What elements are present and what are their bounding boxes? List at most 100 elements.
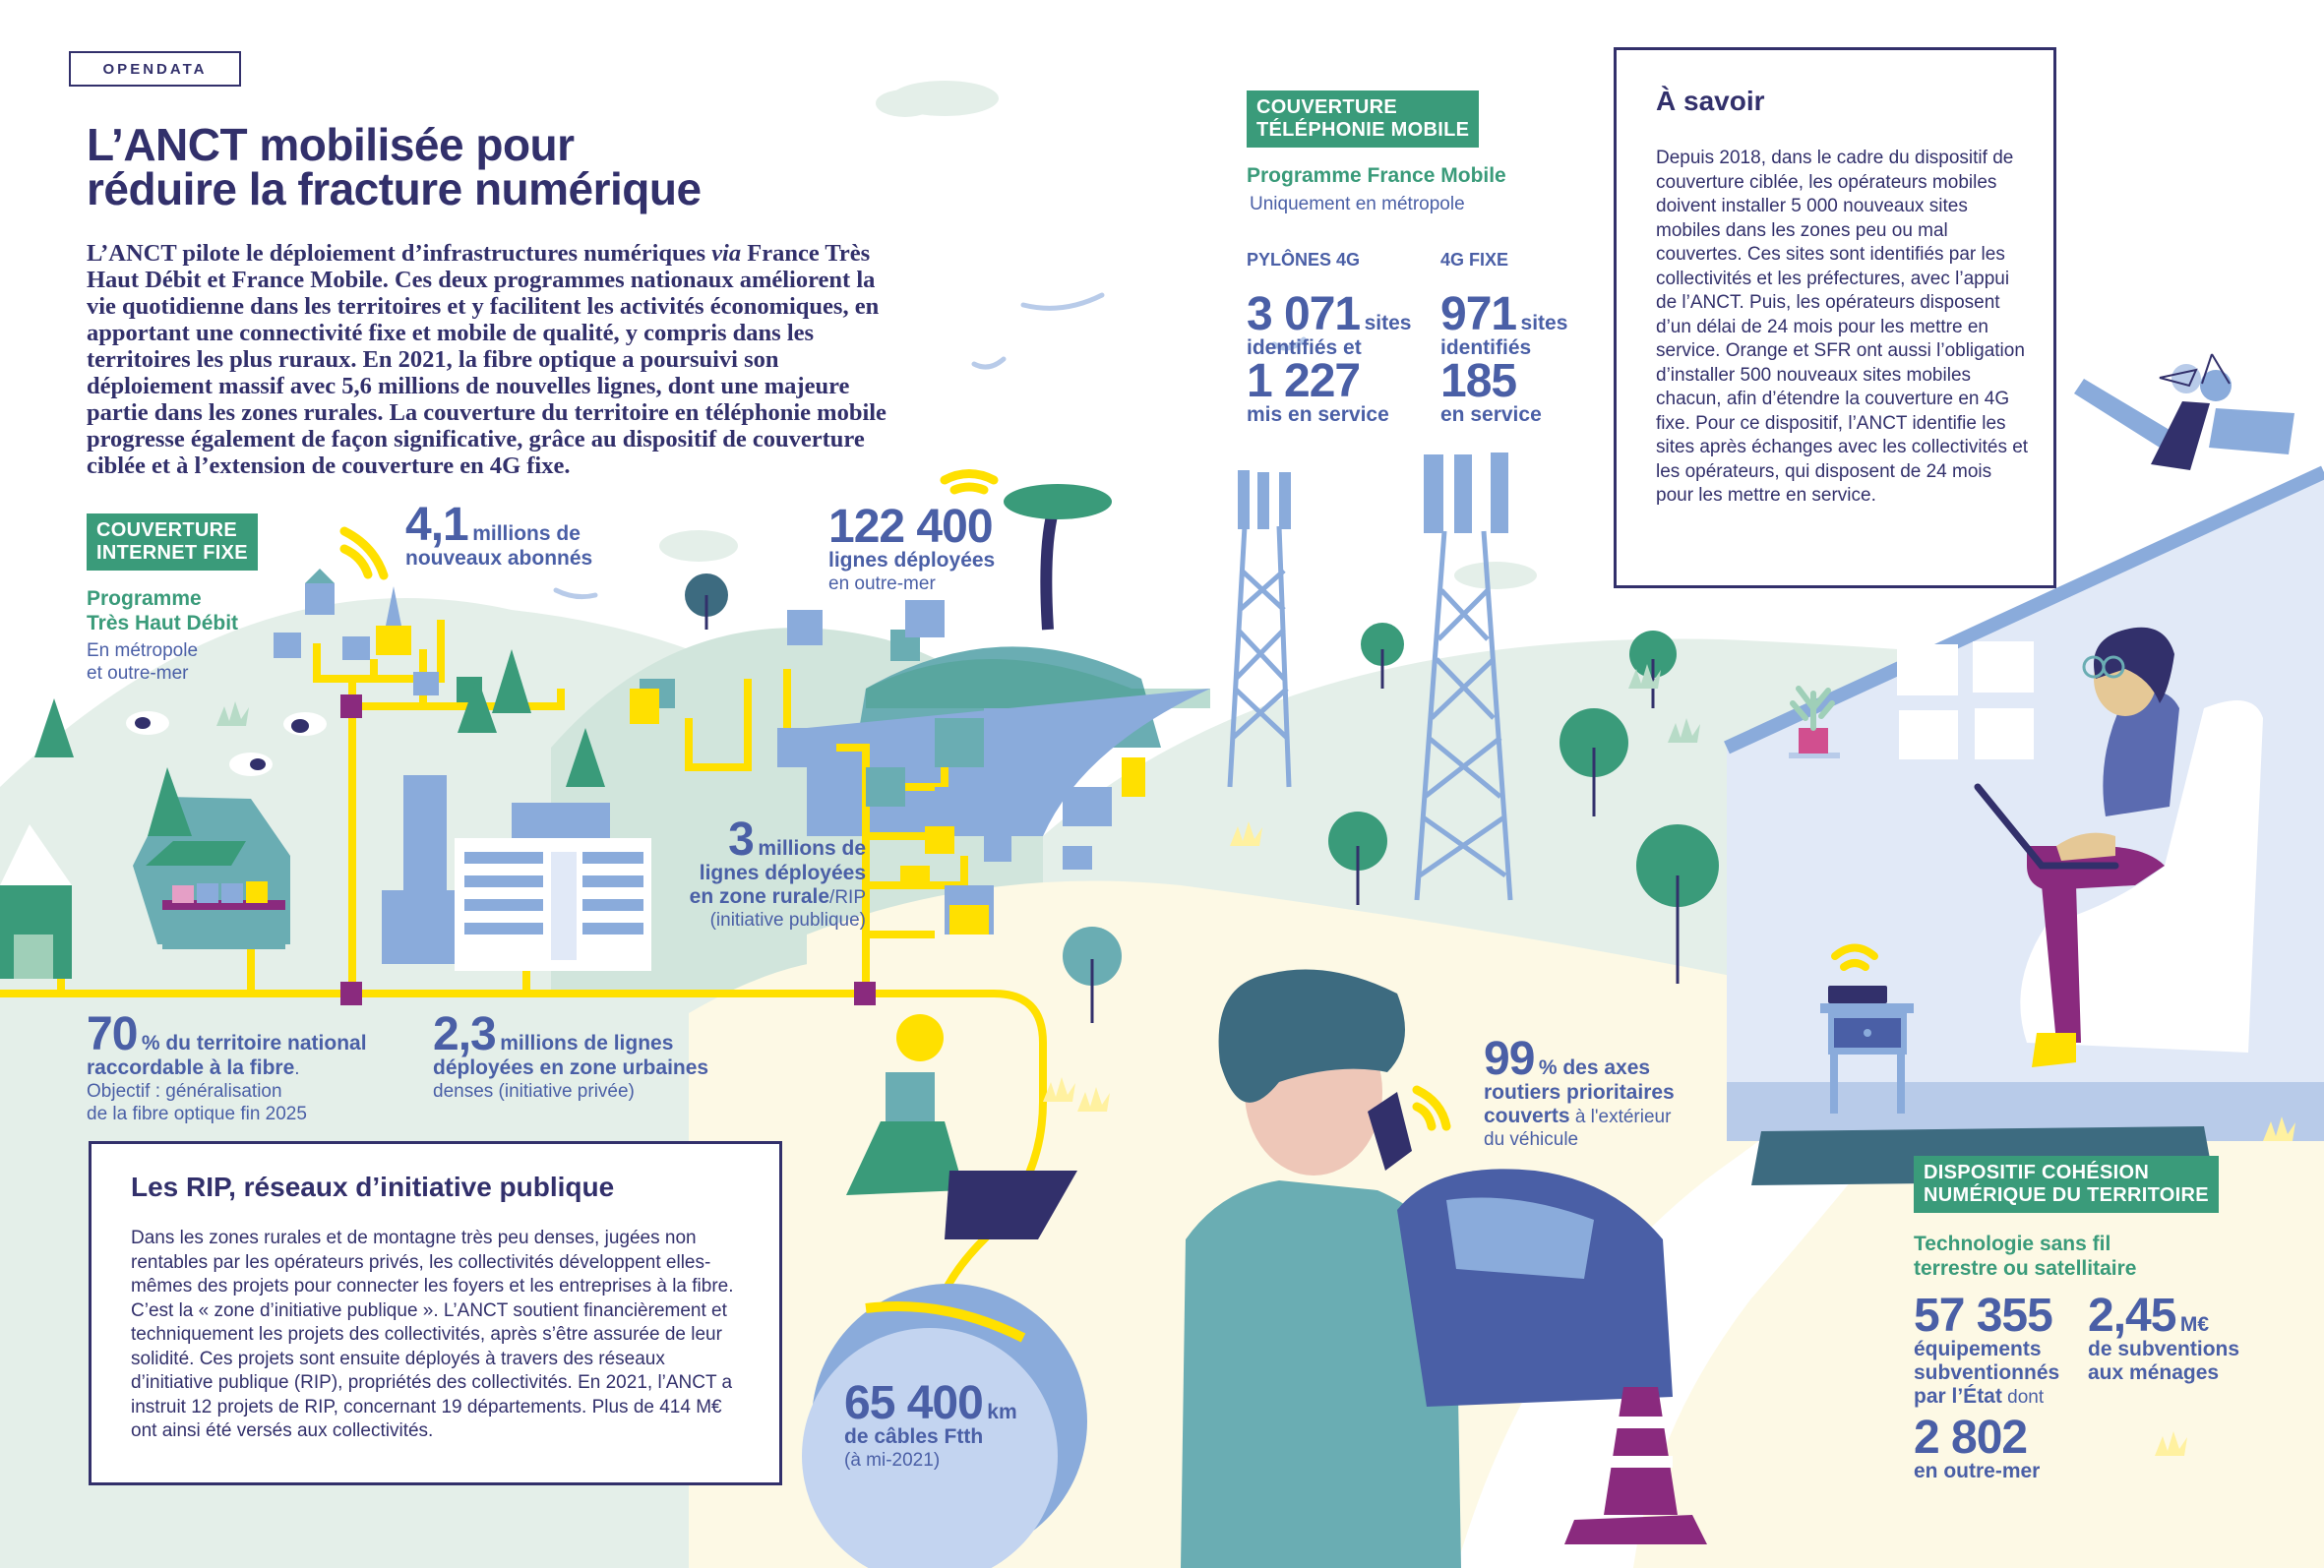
stat-territory: 70 % du territoire national raccordable … xyxy=(87,1011,367,1125)
program-thd: Programme Très Haut Débit xyxy=(87,586,238,635)
stat-subscribers: 4,1 millions de nouveaux abonnés xyxy=(405,502,593,571)
stat-value: 2 802 xyxy=(1914,1412,2028,1464)
stat-unit: millions de xyxy=(758,837,866,860)
stat-value: 57 355 xyxy=(1914,1290,2053,1342)
program-france-mobile-scope: Uniquement en métropole xyxy=(1250,194,1465,214)
stat-value: 2,3 xyxy=(433,1008,497,1060)
stat-label: de câbles Ftth xyxy=(844,1425,984,1448)
scope-line: En métropole xyxy=(87,640,199,661)
program-line: Programme xyxy=(87,587,202,610)
stat-label: en zone rurale xyxy=(689,885,830,908)
stat-label: identifiés et xyxy=(1247,336,1362,359)
stat-heading: PYLÔNES 4G xyxy=(1247,250,1361,270)
tag-line: NUMÉRIQUE DU TERRITOIRE xyxy=(1924,1184,2209,1206)
tag-telephonie-mobile: COUVERTURE TÉLÉPHONIE MOBILE xyxy=(1247,90,1480,148)
stat-label: nouveaux abonnés xyxy=(405,547,593,570)
satellite-icon xyxy=(2074,353,2294,470)
stat-label: de subventions xyxy=(2088,1338,2240,1360)
stat-value: 99 xyxy=(1484,1033,1535,1085)
program-france-mobile: Programme France Mobile xyxy=(1247,164,1506,187)
tag-line: COUVERTURE xyxy=(96,519,238,541)
stat-label: mis en service xyxy=(1247,403,1389,426)
stat-unit: % des axes xyxy=(1538,1056,1651,1079)
stat-sub: (initiative publique) xyxy=(709,910,866,931)
tag-line: COUVERTURE xyxy=(1256,96,1398,118)
tech-line: Technologie sans fil xyxy=(1914,1233,2111,1255)
stat-sub: en outre-mer xyxy=(828,573,936,594)
stat-equipements: 57 355 équipements subventionnés par l’É… xyxy=(1914,1290,2060,1409)
intro-italic-via: via xyxy=(711,240,742,267)
intro-text-1: L’ANCT pilote le déploiement d’infrastru… xyxy=(87,240,712,267)
stat-value: 65 400 xyxy=(844,1377,984,1429)
stat-rural-lines: 3 millions de lignes déployées en zone r… xyxy=(649,816,866,932)
tag-line: DISPOSITIF COHÉSION xyxy=(1924,1162,2150,1183)
stat-unit: M€ xyxy=(2179,1313,2210,1336)
stat-heading: 4G FIXE xyxy=(1440,250,1509,270)
stat-unit: millions de xyxy=(472,522,581,545)
tag-internet-fixe: COUVERTURE INTERNET FIXE xyxy=(87,513,258,571)
stat-sub: Objectif : généralisation xyxy=(87,1081,282,1102)
page-title: L’ANCT mobilisée pour réduire la fractur… xyxy=(87,122,702,214)
stat-value: 70 xyxy=(87,1008,138,1060)
stat-label: routiers prioritaires xyxy=(1484,1081,1675,1104)
wifi-icon xyxy=(1831,943,1878,971)
rip-box-body: Dans les zones rurales et de montagne tr… xyxy=(131,1228,734,1441)
stat-label: en outre-mer xyxy=(1914,1460,2041,1482)
tag-line: TÉLÉPHONIE MOBILE xyxy=(1256,119,1470,141)
scope-line: et outre-mer xyxy=(87,663,189,684)
stat-subventions: 2,45 M€ de subventions aux ménages xyxy=(2088,1293,2240,1385)
stat-label: lignes déployées xyxy=(699,862,866,884)
stat-unit: sites xyxy=(1364,312,1412,334)
stat-suffix: dont xyxy=(2001,1387,2045,1408)
stat-label: équipements xyxy=(1914,1338,2042,1360)
stat-unit: millions de lignes xyxy=(500,1032,674,1055)
stat-value: 1 227 xyxy=(1247,355,1361,407)
stat-label: aux ménages xyxy=(2088,1361,2220,1384)
rip-info-box: Les RIP, réseaux d’initiative publique D… xyxy=(89,1141,782,1485)
stat-label: par l’État xyxy=(1914,1385,2002,1408)
tag-cohesion-numerique: DISPOSITIF COHÉSION NUMÉRIQUE DU TERRITO… xyxy=(1914,1156,2219,1213)
title-line-2: réduire la fracture numérique xyxy=(87,163,702,214)
rip-box-title: Les RIP, réseaux d’initiative publique xyxy=(131,1172,615,1202)
stat-label: raccordable à la fibre xyxy=(87,1056,295,1079)
stat-overseas-lines: 122 400 lignes déployées en outre-mer xyxy=(828,501,996,595)
tech-line: terrestre ou satellitaire xyxy=(1914,1257,2137,1280)
stat-sub: de la fibre optique fin 2025 xyxy=(87,1104,307,1124)
stat-label: identifiés xyxy=(1440,336,1532,359)
stat-label: couverts xyxy=(1484,1105,1570,1127)
stat-unit: km xyxy=(987,1401,1017,1423)
stat-urban-lines: 2,3 millions de lignes déployées en zone… xyxy=(433,1011,709,1103)
stat-label: subventionnés xyxy=(1914,1361,2060,1384)
stat-unit: sites xyxy=(1520,312,1568,334)
stat-label: lignes déployées xyxy=(828,549,996,572)
stat-unit: % du territoire national xyxy=(141,1032,367,1055)
a-savoir-body: Depuis 2018, dans le cadre du dispositif… xyxy=(1656,148,2029,506)
program-line: Très Haut Débit xyxy=(87,612,239,634)
intro-paragraph: L’ANCT pilote le déploiement d’infrastru… xyxy=(87,240,893,479)
stat-suffix: /RIP xyxy=(829,887,866,908)
stat-outre-mer-equip: 2 802 en outre-mer xyxy=(1914,1412,2041,1483)
opendata-badge: OPENDATA xyxy=(69,51,241,87)
a-savoir-box: À savoir Depuis 2018, dans le cadre du d… xyxy=(1614,47,2056,588)
stat-ftth-cables: 65 400 km de câbles Ftth (à mi-2021) xyxy=(844,1380,1017,1472)
stat-label: en service xyxy=(1440,403,1542,426)
stat-4g-fixe: 4G FIXE 971 sites identifiés 185 en serv… xyxy=(1440,248,1567,427)
stat-suffix: à l'extérieur xyxy=(1569,1107,1672,1127)
stat-value: 122 400 xyxy=(828,501,994,553)
program-thd-scope: En métropole et outre-mer xyxy=(87,639,198,685)
stat-pylones-4g: PYLÔNES 4G 3 071 sites identifiés et 1 2… xyxy=(1247,248,1411,427)
stat-value: 2,45 xyxy=(2088,1290,2176,1342)
title-line-1: L’ANCT mobilisée pour xyxy=(87,119,575,170)
stat-value: 185 xyxy=(1440,355,1517,407)
intro-text-2: France Très Haut Débit et France Mobile.… xyxy=(87,240,887,479)
stat-suffix: . xyxy=(294,1058,300,1079)
stat-sub: du véhicule xyxy=(1484,1129,1579,1150)
stat-sub: denses (initiative privée) xyxy=(433,1081,635,1102)
stat-label: déployées en zone urbaines xyxy=(433,1056,709,1079)
stat-value: 3 071 xyxy=(1247,288,1361,340)
stat-value: 971 xyxy=(1440,288,1517,340)
cohesion-technology: Technologie sans fil terrestre ou satell… xyxy=(1914,1232,2136,1281)
stat-value: 3 xyxy=(728,814,755,866)
stat-value: 4,1 xyxy=(405,499,469,551)
stat-road-coverage: 99 % des axes routiers prioritaires couv… xyxy=(1484,1036,1675,1151)
